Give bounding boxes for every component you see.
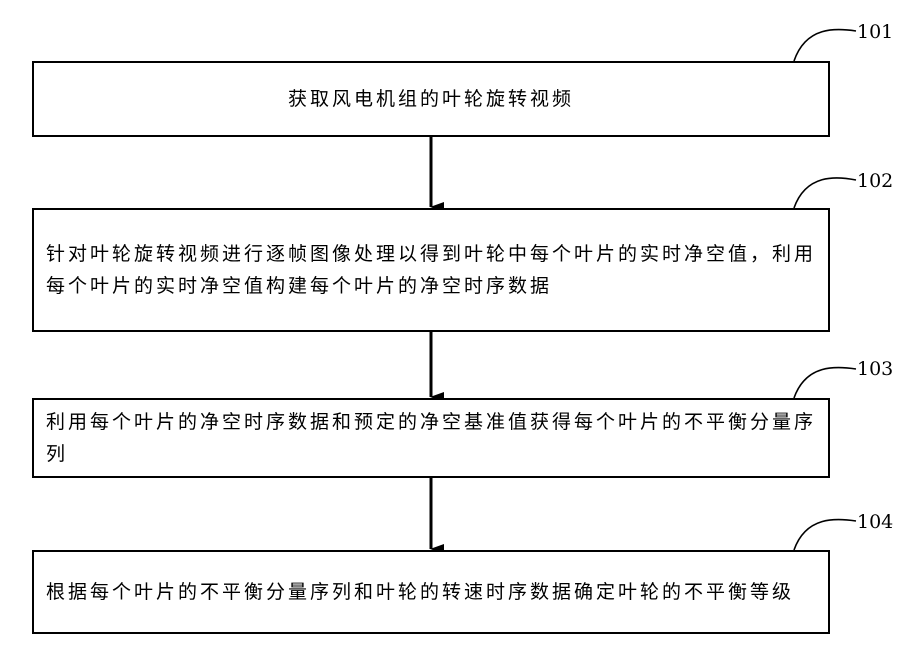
leader-line-104 <box>794 519 856 550</box>
step-text-102: 针对叶轮旋转视频进行逐帧图像处理以得到叶轮中每个叶片的实时净空值，利用每个叶片的… <box>46 238 816 302</box>
step-text-104: 根据每个叶片的不平衡分量序列和叶轮的转速时序数据确定叶轮的不平衡等级 <box>46 576 816 608</box>
leader-line-102 <box>794 178 856 208</box>
step-box-102: 针对叶轮旋转视频进行逐帧图像处理以得到叶轮中每个叶片的实时净空值，利用每个叶片的… <box>32 208 830 332</box>
step-label-102: 102 <box>857 170 893 192</box>
step-text-103: 利用每个叶片的净空时序数据和预定的净空基准值获得每个叶片的不平衡分量序列 <box>46 406 816 470</box>
step-label-104: 104 <box>857 511 893 533</box>
step-box-103: 利用每个叶片的净空时序数据和预定的净空基准值获得每个叶片的不平衡分量序列 <box>32 398 830 478</box>
step-box-104: 根据每个叶片的不平衡分量序列和叶轮的转速时序数据确定叶轮的不平衡等级 <box>32 550 830 634</box>
step-label-101: 101 <box>857 21 893 43</box>
step-box-101: 获取风电机组的叶轮旋转视频 <box>32 61 830 137</box>
step-text-101: 获取风电机组的叶轮旋转视频 <box>288 83 574 115</box>
leader-line-103 <box>794 367 856 398</box>
step-label-103: 103 <box>857 358 893 380</box>
leader-line-101 <box>794 29 856 61</box>
